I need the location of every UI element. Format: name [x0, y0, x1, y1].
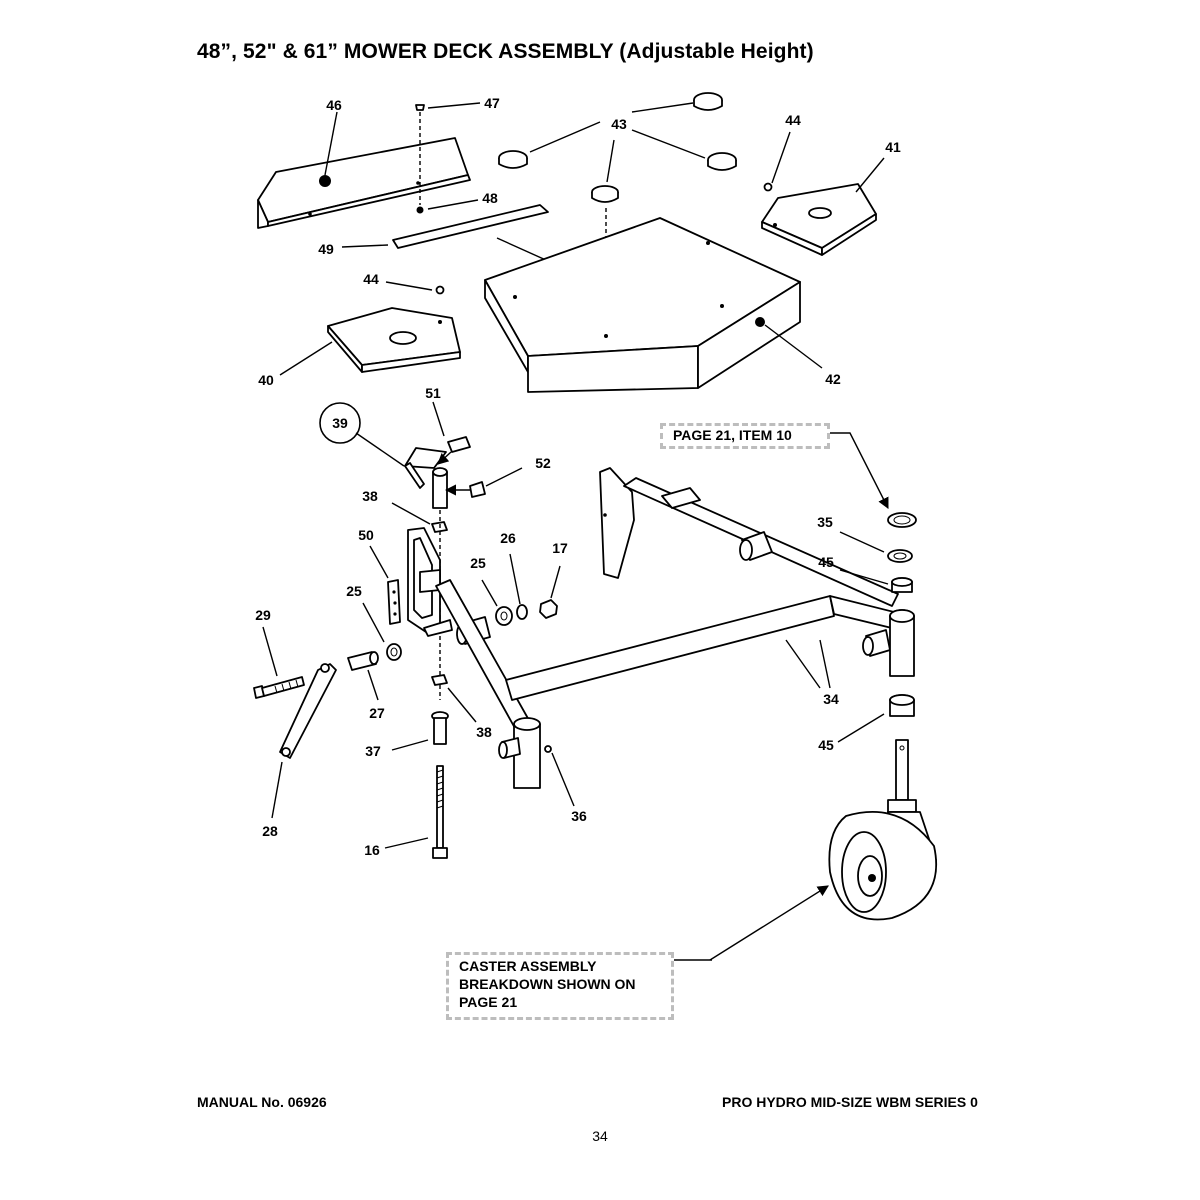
- label-49: 49: [318, 241, 334, 257]
- bolt-29: [253, 676, 305, 699]
- bushing-45c: [889, 694, 915, 717]
- label-46: 46: [326, 97, 342, 113]
- mower-deck-42: [484, 217, 801, 393]
- screw-44b: [435, 285, 445, 295]
- label-16: 16: [364, 842, 380, 858]
- pin-39: [404, 447, 448, 509]
- bushing-45b: [891, 577, 913, 593]
- label-36: 36: [571, 808, 587, 824]
- locknut-17: [539, 599, 558, 619]
- label-41: 41: [885, 139, 901, 155]
- label-48: 48: [482, 190, 498, 206]
- callout-caster-line3: PAGE 21: [459, 994, 518, 1010]
- label-27: 27: [369, 705, 385, 721]
- label-42: 42: [825, 371, 841, 387]
- label-37: 37: [365, 743, 381, 759]
- label-43: 43: [611, 116, 627, 132]
- bushing-45a: [887, 549, 913, 563]
- retaining-ring-35: [887, 512, 917, 528]
- strip-49: [392, 204, 549, 249]
- callout-page21-item10-text: PAGE 21, ITEM 10: [673, 427, 792, 443]
- decal-51: [447, 436, 471, 453]
- label-26: 26: [500, 530, 516, 546]
- footer-series: PRO HYDRO MID-SIZE WBM SERIES 0: [722, 1094, 978, 1110]
- footer-manual-number: MANUAL No. 06926: [197, 1094, 327, 1110]
- decal-52: [469, 481, 486, 498]
- label-17: 17: [552, 540, 568, 556]
- bolt-47: [415, 104, 425, 214]
- deck-frame-34: [435, 467, 915, 789]
- label-44-top: 44: [785, 112, 801, 128]
- label-39: 39: [332, 415, 348, 431]
- label-29: 29: [255, 607, 271, 623]
- nut-36: [544, 745, 552, 753]
- callout-caster-line2: BREAKDOWN SHOWN ON: [459, 976, 636, 992]
- knob-43: [498, 92, 737, 203]
- label-40: 40: [258, 372, 274, 388]
- label-28: 28: [262, 823, 278, 839]
- label-34: 34: [823, 691, 839, 707]
- bushing-25: [386, 606, 513, 661]
- label-52: 52: [535, 455, 551, 471]
- callout-page21-item10: PAGE 21, ITEM 10: [660, 423, 830, 449]
- washer-38b: [431, 674, 448, 686]
- screw-44: [763, 182, 773, 192]
- caster-wheel: [828, 739, 938, 921]
- plate-40: [327, 307, 461, 373]
- spacer-27: [347, 651, 379, 671]
- label-25-right: 25: [470, 555, 486, 571]
- bolt-16: [432, 765, 448, 859]
- label-45-bottom: 45: [818, 737, 834, 753]
- label-44-mid: 44: [363, 271, 379, 287]
- bushing-37: [431, 711, 449, 745]
- plate-41: [761, 183, 877, 256]
- callout-caster-assembly: CASTER ASSEMBLY BREAKDOWN SHOWN ON PAGE …: [446, 952, 674, 1020]
- spacer-50: [387, 579, 401, 625]
- baffle-46: [257, 137, 471, 229]
- label-38-bottom: 38: [476, 724, 492, 740]
- page-number: 34: [592, 1128, 608, 1144]
- callout-caster-line1: CASTER ASSEMBLY: [459, 958, 597, 974]
- page-title: 48”, 52" & 61” MOWER DECK ASSEMBLY (Adju…: [197, 40, 814, 63]
- washer-26: [516, 604, 528, 620]
- label-35: 35: [817, 514, 833, 530]
- label-50: 50: [358, 527, 374, 543]
- label-25-left: 25: [346, 583, 362, 599]
- label-45-top: 45: [818, 554, 834, 570]
- label-38-top: 38: [362, 488, 378, 504]
- label-47: 47: [484, 95, 500, 111]
- label-51: 51: [425, 385, 441, 401]
- link-arm-28: [279, 663, 337, 759]
- height-bracket: [407, 527, 453, 637]
